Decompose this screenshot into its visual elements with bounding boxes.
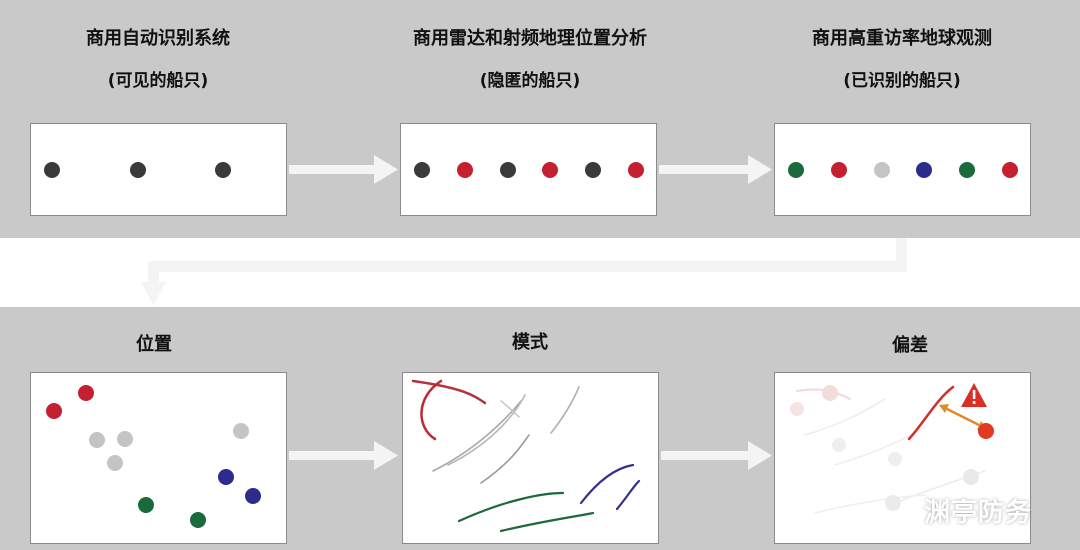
faded-track <box>834 426 926 466</box>
vessel-dot-red <box>46 403 62 419</box>
stage-subtitle-radar-rf: (隐匿的船只) <box>479 71 581 91</box>
vessel-dot-gray <box>107 455 123 471</box>
deviation-arrow <box>942 405 984 429</box>
radar-rf-dots <box>414 162 644 178</box>
arrow-shaft <box>148 261 159 285</box>
arrow-head-right <box>374 441 398 470</box>
vessel-dot-gray <box>89 432 105 448</box>
arrow-shaft <box>896 238 907 270</box>
arrow-shaft <box>661 451 749 460</box>
faded-dot <box>888 452 902 466</box>
vessel-dot-dark <box>414 162 430 178</box>
ais-dots <box>44 162 231 178</box>
track-green <box>457 491 565 523</box>
arrow-shaft <box>148 261 907 272</box>
analysis-panel-position <box>30 372 287 544</box>
vessel-dot-red <box>542 162 558 178</box>
vessel-dot-green <box>788 162 804 178</box>
vessel-dot-dark <box>585 162 601 178</box>
track-gray <box>432 400 522 472</box>
track-gray <box>500 400 520 418</box>
analysis-panel-anomaly <box>774 372 1031 544</box>
faded-dot <box>790 402 804 416</box>
arrow-shaft <box>289 451 375 460</box>
vessel-dot-dark <box>44 162 60 178</box>
vessel-dot-gray <box>874 162 890 178</box>
analysis-title-anomaly: 偏差 <box>892 335 928 356</box>
arrow-head-right <box>748 441 772 470</box>
track-gray <box>447 394 526 466</box>
vessel-dot-gray <box>117 431 133 447</box>
arrow-head-right <box>748 155 772 184</box>
stage-subtitle-earth-observation: (已识别的船只) <box>843 71 961 91</box>
vessel-dot-red <box>457 162 473 178</box>
stage-subtitle-ais: (可见的船只) <box>107 71 209 91</box>
vessel-dot-dark <box>500 162 516 178</box>
deviation-arrowhead <box>939 404 949 413</box>
vessel-dot-green <box>190 512 206 528</box>
vessel-dot-red <box>628 162 644 178</box>
faded-track <box>814 494 926 514</box>
vessel-dot-blue <box>916 162 932 178</box>
faded-dot <box>832 438 846 452</box>
warning-triangle-icon <box>961 383 987 407</box>
arrow-head-down <box>141 282 166 305</box>
stage-panel-radar-rf <box>400 123 657 216</box>
vessel-dot-blue <box>245 488 261 504</box>
vessel-dot-red <box>831 162 847 178</box>
vessel-dot-dark <box>215 162 231 178</box>
faded-dot <box>963 469 979 485</box>
vessel-dot-gray <box>233 423 249 439</box>
vessel-dot-blue <box>218 469 234 485</box>
stage-panel-earth-observation <box>774 123 1031 216</box>
stage-title-ais: 商用自动识别系统 <box>86 28 230 49</box>
analysis-title-position: 位置 <box>136 334 172 355</box>
pattern-tracks <box>411 379 641 533</box>
track-blue <box>615 479 641 511</box>
arrow-shaft <box>659 165 749 174</box>
track-blue <box>579 463 635 505</box>
vessel-dot-red <box>78 385 94 401</box>
arrow-shaft <box>289 165 375 174</box>
position-dots <box>46 385 261 528</box>
stage-panel-ais <box>30 123 287 216</box>
anomaly-vessel-dot <box>978 423 994 439</box>
vessel-dot-green <box>138 497 154 513</box>
watermark: 渊亭防务 <box>924 498 1033 528</box>
track-red <box>420 379 443 441</box>
stage-title-radar-rf: 商用雷达和射频地理位置分析 <box>413 28 647 49</box>
track-green <box>499 511 595 533</box>
arrow-head-right <box>374 155 398 184</box>
deviant-track <box>907 385 955 441</box>
faded-dot <box>822 385 838 401</box>
analysis-panel-pattern <box>402 372 659 544</box>
analysis-title-pattern: 模式 <box>512 332 548 353</box>
faded-track <box>804 398 886 436</box>
stage-title-earth-observation: 商用高重访率地球观测 <box>812 28 992 49</box>
track-gray <box>550 386 580 434</box>
track-gray <box>480 434 530 484</box>
vessel-dot-green <box>959 162 975 178</box>
earth-observation-dots <box>788 162 1018 178</box>
faded-dot <box>885 495 901 511</box>
track-red <box>411 379 487 405</box>
vessel-dot-dark <box>130 162 146 178</box>
vessel-dot-red <box>1002 162 1018 178</box>
anomaly-view <box>790 383 994 514</box>
